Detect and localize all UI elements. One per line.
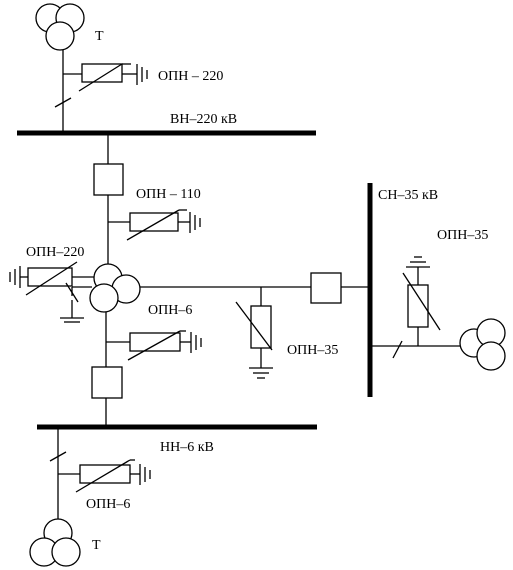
opn-6-bottom-label: ОПН–6 <box>86 497 130 512</box>
opn-110-label: ОПН – 110 <box>136 187 201 202</box>
surge-arrester-opn-6-mid <box>106 330 202 361</box>
lv-breaker <box>91 366 123 399</box>
surge-arrester-opn-220-left <box>9 261 94 296</box>
hv-breaker <box>93 163 124 196</box>
opn-35-mid-label: ОПН–35 <box>287 343 338 358</box>
lv-bus-label: НН–6 кВ <box>160 440 214 455</box>
mv-breaker <box>310 272 342 304</box>
main-three-winding-transformer <box>89 263 141 313</box>
surge-arrester-opn-35-mid <box>235 287 273 379</box>
opn-220-left-label: ОПН–220 <box>26 245 84 260</box>
bottom-transformer-label: Т <box>92 538 101 553</box>
surge-arrester-opn-220-top <box>63 63 148 92</box>
top-feeder-tick <box>54 97 72 108</box>
opn-6-mid-label: ОПН–6 <box>148 303 192 318</box>
mv-right-feeder-tick <box>392 340 403 359</box>
neutral-grounding <box>60 282 92 323</box>
surge-arrester-opn-6-bottom <box>58 459 151 493</box>
lv-bottom-feeder-tick <box>49 451 67 462</box>
surge-arrester-opn-110 <box>108 209 201 241</box>
surge-arrester-opn-35-right <box>402 256 441 346</box>
mv-bus-label: СН–35 кВ <box>378 188 438 203</box>
opn-220-top-label: ОПН – 220 <box>158 69 223 84</box>
right-transformer <box>459 318 506 371</box>
top-transformer-label: Т <box>95 29 104 44</box>
bottom-transformer <box>29 518 81 567</box>
opn-35-right-label: ОПН–35 <box>437 228 488 243</box>
hv-bus-label: ВН–220 кВ <box>170 112 237 127</box>
top-transformer <box>35 3 85 51</box>
